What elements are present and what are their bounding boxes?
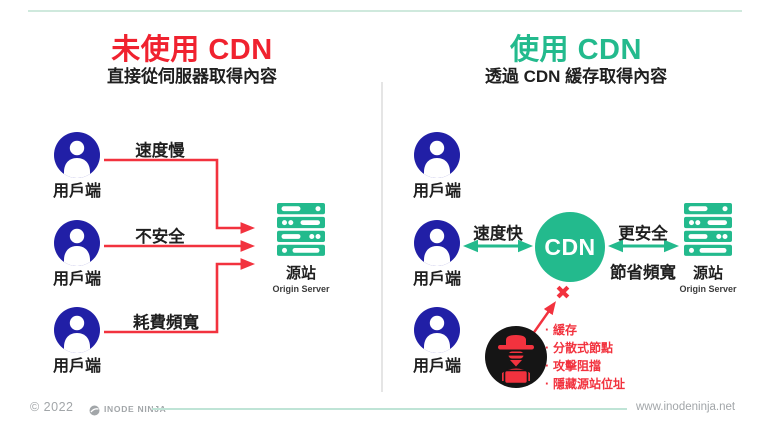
list-item: ·攻擊阻擋 [545,357,675,375]
user-label: 用戶端 [52,271,101,288]
brand-logo-icon [89,403,100,416]
origin-server-sublabel: Origin Server [679,284,737,294]
user-label: 用戶端 [52,183,101,200]
flow-label-bandwidth: 耗費頻寬 [133,314,199,332]
threat-label: 攻擊阻擋 [553,359,602,373]
top-accent-line [28,10,742,12]
flow-label-fast: 速度快 [473,225,523,243]
user-label: 用戶端 [52,358,101,375]
right-panel-title: 使用 CDN [510,34,642,66]
user-icon [414,220,460,266]
bullet-dot: · [545,340,550,355]
list-item: ·分散式節點 [545,339,675,357]
left-panel-title: 未使用 CDN [111,34,273,66]
brand-name: INODE NINJA [104,404,167,414]
left-panel-subtitle: 直接從伺服器取得內容 [107,67,277,86]
threat-label: 隱藏源站位址 [553,377,626,391]
footer-accent-line [152,408,627,410]
user-icon [54,220,100,266]
flow-label-save-bandwidth: 節省頻寬 [610,264,676,282]
user-icon [414,307,460,353]
origin-server-icon [684,203,732,257]
list-item: ·緩存 [545,321,675,339]
list-item: ·隱藏源站位址 [545,375,675,393]
copyright-text: © 2022 [30,400,74,414]
flow-label-safer: 更安全 [618,225,668,243]
right-panel-subtitle: 透過 CDN 緩存取得內容 [484,67,668,86]
threat-label: 緩存 [553,323,578,337]
origin-server-label: 源站 [692,265,723,282]
hacker-icon [484,325,548,389]
origin-server-icon [277,203,325,257]
flow-label-slow: 速度慢 [135,142,185,160]
flow-label-insecure: 不安全 [135,228,185,246]
website-url: www.inodeninja.net [636,401,736,413]
user-label: 用戶端 [412,271,461,288]
bullet-dot: · [545,322,550,337]
user-label: 用戶端 [412,183,461,200]
threat-label: 分散式節點 [553,341,614,355]
cdn-protection-list: ·緩存 ·分散式節點 ·攻擊阻擋 ·隱藏源站位址 [545,321,675,393]
panel-divider [381,82,383,392]
origin-server-sublabel: Origin Server [272,284,330,294]
user-icon [414,132,460,178]
user-icon [54,307,100,353]
origin-server-label: 源站 [285,265,316,282]
bullet-dot: · [545,376,550,391]
cdn-node: CDN [535,212,605,282]
user-icon [54,132,100,178]
bullet-dot: · [545,358,550,373]
user-label: 用戶端 [412,358,461,375]
attack-blocked-x-mark: ✖ [555,283,571,304]
